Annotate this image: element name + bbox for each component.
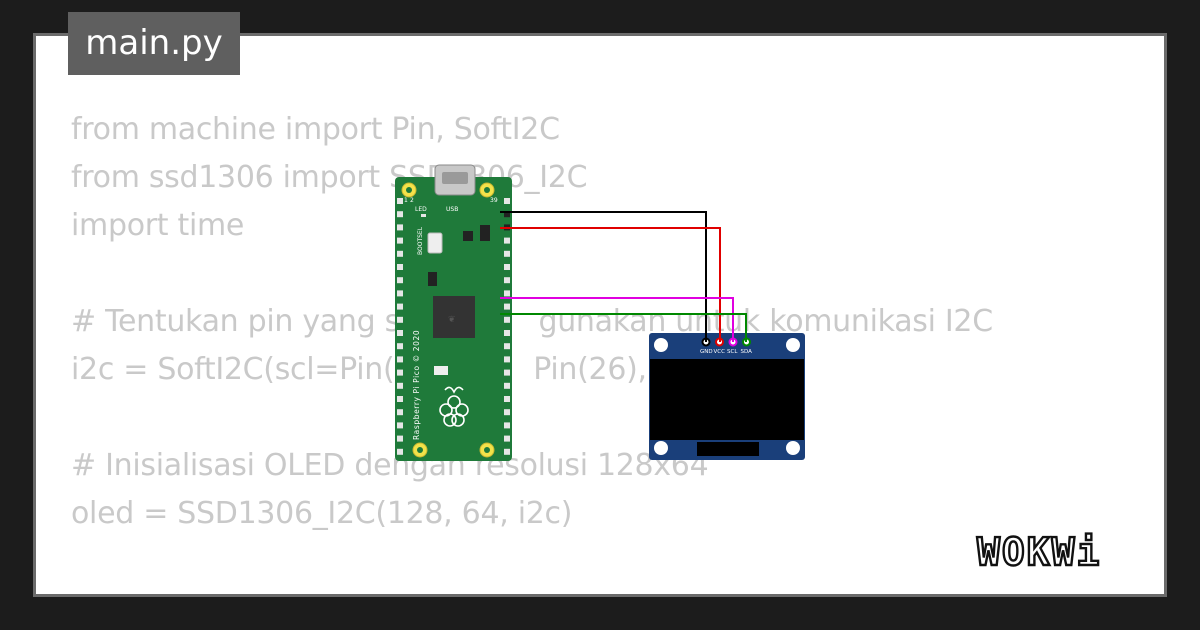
oled-screen — [650, 359, 804, 440]
smd-component — [480, 225, 490, 241]
wire-scl[interactable] — [500, 297, 734, 342]
code-line: oled = SSD1306_I2C(128, 64, i2c) — [71, 496, 573, 531]
oled-ribbon — [697, 442, 759, 456]
wire-gnd[interactable] — [500, 211, 707, 342]
usb-label: USB — [446, 206, 458, 213]
pico-pin[interactable] — [397, 277, 403, 284]
pin-39-label: 39 — [490, 197, 498, 204]
pico-pin[interactable] — [397, 330, 403, 336]
pico-pin[interactable] — [397, 211, 403, 218]
pico-pin[interactable] — [504, 356, 510, 363]
pico-pin[interactable] — [504, 237, 510, 244]
pico-pin[interactable] — [504, 264, 510, 270]
oled-mount-hole — [786, 441, 800, 455]
pico-pin[interactable] — [504, 211, 510, 218]
pico-pin[interactable] — [397, 316, 403, 323]
led-label: LED — [415, 206, 427, 213]
pico-pin[interactable] — [504, 303, 510, 310]
oled-mount-hole — [654, 441, 668, 455]
board-name-text: Raspberry Pi Pico © 2020 — [412, 330, 421, 440]
pico-pin[interactable] — [504, 396, 510, 402]
pico-pin[interactable] — [397, 198, 403, 204]
pico-pin[interactable] — [397, 237, 403, 244]
bootsel-label: BOOTSEL — [417, 226, 424, 255]
wokwi-logo-text: WOKWi — [977, 530, 1101, 574]
code-line: import time — [71, 208, 245, 243]
pico-pin[interactable] — [397, 264, 403, 270]
bootsel-button[interactable] — [427, 232, 443, 254]
pico-pin[interactable] — [504, 409, 510, 416]
pico-pin[interactable] — [504, 316, 510, 323]
pico-pin[interactable] — [504, 250, 510, 257]
pico-pin[interactable] — [397, 435, 403, 442]
wokwi-logo: WOKWi — [976, 529, 1101, 575]
mounting-hole-center — [406, 187, 412, 193]
file-tab[interactable]: main.py — [68, 12, 240, 75]
wire-sda[interactable] — [500, 313, 747, 342]
smd-component — [463, 231, 473, 241]
pin-2-label: 2 — [410, 197, 414, 204]
code-line: from machine import Pin, SoftI2C — [71, 112, 560, 147]
code-line: # Tentukan pin yang s gunakan untuk komu… — [71, 304, 993, 339]
pico-pin[interactable] — [397, 290, 403, 297]
pico-pin[interactable] — [397, 369, 403, 376]
file-tab-label: main.py — [85, 22, 223, 63]
smd-component — [428, 272, 437, 286]
pin-1-label: 1 — [404, 197, 408, 204]
oled-pin-label: VCC — [714, 349, 726, 355]
code-line: # Tampilkan teks pada layar OLED — [71, 586, 993, 594]
pico-pin[interactable] — [504, 290, 510, 297]
pico-pin[interactable] — [397, 250, 403, 257]
pico-pin[interactable] — [504, 277, 510, 284]
pico-pin[interactable] — [397, 382, 403, 389]
oled-mount-hole — [786, 338, 800, 352]
pico-pin[interactable] — [397, 356, 403, 363]
usb-port — [442, 172, 468, 184]
pico-pin[interactable] — [397, 422, 403, 429]
pico-pin[interactable] — [504, 448, 510, 455]
pico-pin[interactable] — [397, 343, 403, 350]
wires — [500, 211, 747, 342]
pico-pin[interactable] — [504, 422, 510, 429]
pico-pin[interactable] — [504, 330, 510, 336]
pico-pin[interactable] — [397, 224, 403, 231]
oled-pin-label: SCL — [727, 349, 738, 355]
pico-pin[interactable] — [504, 369, 510, 376]
pico-pin[interactable] — [504, 435, 510, 442]
pico-pin[interactable] — [504, 382, 510, 389]
led-indicator — [421, 214, 426, 217]
mounting-hole-center — [417, 447, 423, 453]
pico-pin[interactable] — [397, 448, 403, 455]
pico-pin[interactable] — [504, 343, 510, 350]
pico-pin-headers — [397, 198, 510, 455]
wire-vcc[interactable] — [500, 227, 721, 342]
oled-pin-label: GND — [700, 349, 713, 355]
oled-pin-label: SDA — [741, 349, 753, 355]
oled-mount-hole — [654, 338, 668, 352]
chip-logo-icon: ❦ — [448, 315, 456, 325]
mounting-hole-center — [484, 187, 490, 193]
raspberry-logo-icon — [439, 386, 469, 427]
raspberry-pi-pico[interactable]: 1 2 39 LED USB BOOTSEL ❦ Raspberry Pi Pi… — [395, 164, 512, 461]
pico-pin[interactable] — [397, 303, 403, 310]
smd-component — [434, 366, 448, 375]
pico-pin[interactable] — [397, 396, 403, 402]
pico-pin[interactable] — [504, 198, 510, 204]
pico-pin[interactable] — [397, 409, 403, 416]
mounting-hole-center — [484, 447, 490, 453]
rp2040-chip — [433, 296, 475, 338]
